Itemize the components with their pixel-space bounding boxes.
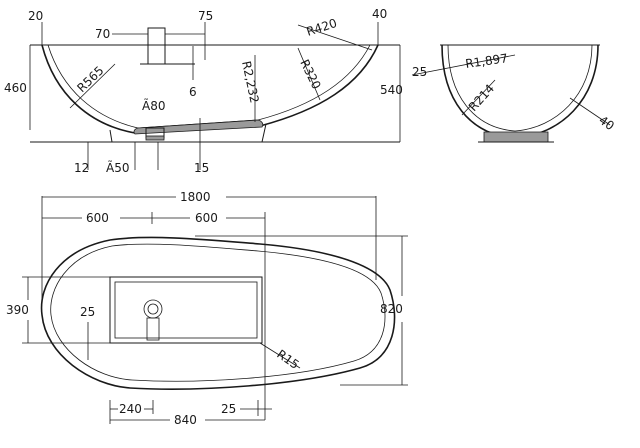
dim-guide — [297, 24, 373, 51]
dim-guide — [297, 47, 321, 101]
dim-radius-bottom: R2,232 — [239, 60, 262, 105]
end-dim-wall: 40 — [596, 113, 617, 133]
dim-inner-height: 460 — [4, 81, 27, 95]
plan-dim-offset-small: 25 — [80, 305, 95, 319]
dim-guide — [411, 54, 516, 76]
dim-guide — [569, 97, 611, 126]
dim-guide — [69, 63, 116, 109]
plan-view: 1800 600 600 820 390 25 R15 240 840 25 — [6, 190, 408, 427]
plan-dim-platform-length: 840 — [174, 413, 197, 427]
plan-dim-drain-offset: 240 — [119, 402, 142, 416]
dim-radius-inner: R320 — [297, 57, 323, 91]
plan-platform-inner — [114, 281, 258, 339]
wall-section — [133, 119, 264, 135]
plan-platform — [109, 276, 263, 344]
inner-shell — [47, 44, 371, 129]
dim-outer-height: 540 — [380, 83, 403, 97]
tub-outer-outline — [40, 236, 396, 390]
dim-base-gap: 12 — [74, 161, 89, 175]
dim-top-left-gap: 20 — [28, 9, 43, 23]
plan-dim-right-half: 600 — [195, 211, 218, 225]
dim-wall-overflow: 6 — [189, 85, 197, 99]
dim-guide — [259, 342, 301, 369]
end-dim-radius-mid: R214 — [466, 81, 497, 114]
dim-radius-left: R565 — [74, 63, 106, 95]
tub-inner-outline — [50, 243, 386, 382]
overflow-box — [147, 27, 166, 65]
dim-base-height: 15 — [194, 161, 209, 175]
dim-drain-outlet: Ã50 — [106, 160, 129, 175]
dim-overflow-width: 70 — [95, 27, 110, 41]
end-dim-rim: 25 — [412, 65, 427, 79]
plan-drain-outer — [143, 299, 163, 319]
dim-drain-diameter: Ã80 — [142, 98, 165, 113]
plan-dim-width: 820 — [380, 302, 403, 316]
dim-radius-top: R420 — [305, 16, 339, 39]
side-view: 20 70 75 40 R420 R565 R320 R2,232 460 54… — [4, 7, 403, 175]
plan-dim-total-length: 1800 — [180, 190, 211, 204]
end-dim-radius-large: R1,897 — [464, 51, 508, 71]
plan-dim-platform-edge: 25 — [221, 402, 236, 416]
end-inner-shell — [447, 44, 593, 132]
dim-overflow-offset: 75 — [198, 9, 213, 23]
plan-dim-inner-depth: 390 — [6, 303, 29, 317]
outer-shell — [41, 44, 379, 134]
dim-guide — [461, 79, 496, 116]
end-view: 25 R1,897 R214 40 — [411, 44, 617, 143]
drain-outlet — [145, 135, 165, 141]
plan-drain-channel — [146, 317, 160, 341]
dim-right-gap: 40 — [372, 7, 387, 21]
end-base — [483, 131, 549, 143]
plan-dim-corner-radius: R15 — [274, 347, 301, 372]
plan-dim-left-half: 600 — [86, 211, 109, 225]
plan-drain-inner — [147, 303, 159, 315]
